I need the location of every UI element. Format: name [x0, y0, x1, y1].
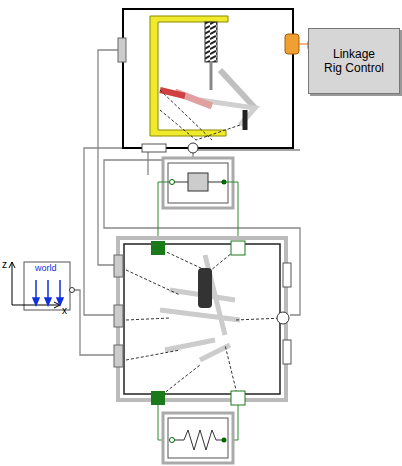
- linkage-rig-box: [118, 9, 316, 153]
- spring-symbol: [158, 405, 238, 463]
- suspension-box: [114, 238, 291, 405]
- axis-label: x: [62, 306, 67, 316]
- axis-label: z: [2, 260, 7, 270]
- box-label: Linkage Rig Control: [323, 47, 385, 75]
- world-label: world: [35, 264, 57, 273]
- world-symbol: [9, 262, 75, 310]
- control-box: Linkage Rig Control: [308, 28, 400, 94]
- damper-symbol: [158, 158, 238, 248]
